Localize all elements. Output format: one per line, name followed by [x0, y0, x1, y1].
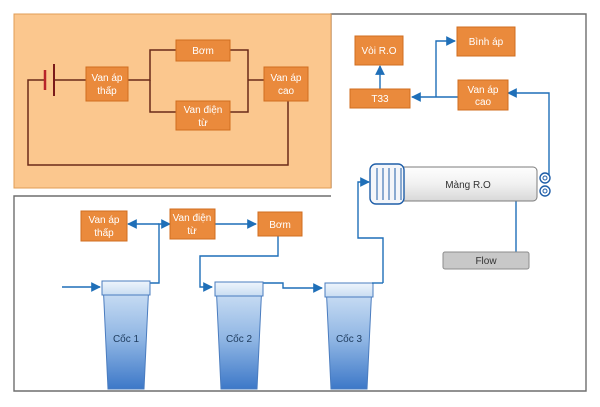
ro-pipes [357, 36, 550, 283]
circuit-wires [27, 49, 289, 166]
filter-cup-2: Cốc 2 [214, 281, 264, 390]
filter-low-pressure-valve-label-1: Van áp [89, 215, 120, 226]
circuit-low-pressure-valve-box: Van áp thấp [85, 66, 129, 102]
filter-cup-3: Cốc 3 [324, 282, 374, 390]
filter-line: Van áp thấp Van điện từ Bơm Cốc 1 Cốc 2 … [62, 208, 383, 390]
ro-section: Vòi R.O Bình áp T33 Van áp cao [349, 26, 551, 283]
circuit-low-pressure-valve-label-2: thấp [97, 85, 117, 97]
ro-membrane: Màng R.O [369, 163, 551, 205]
filter-solenoid-valve-box: Van điện từ [169, 208, 216, 240]
circuit-high-pressure-valve-label-1: Van áp [271, 73, 302, 84]
t33-filter-box: T33 [349, 88, 411, 109]
circuit-pump-box: Bơm [175, 39, 231, 62]
circuit-solenoid-valve-label-2: từ [198, 118, 208, 129]
filter-line-pipes [62, 219, 323, 293]
flow-label: Flow [475, 256, 497, 267]
filter-low-pressure-valve-box: Van áp thấp [80, 210, 128, 242]
filter-solenoid-valve-label-2: từ [187, 226, 197, 237]
pressure-tank-label: Bình áp [469, 37, 504, 48]
filter-cup-1: Cốc 1 [101, 280, 151, 390]
circuit-solenoid-valve-box: Van điện từ [175, 100, 231, 131]
circuit-high-pressure-valve-box: Van áp cao [263, 66, 309, 102]
filter-solenoid-valve-label-1: Van điện [173, 213, 212, 224]
flow-restrictor-box: Flow [442, 251, 530, 270]
cup-3-label: Cốc 3 [336, 333, 363, 345]
battery-icon [43, 64, 55, 96]
membrane-outlet-bottom-icon [539, 185, 551, 197]
ro-faucet-box: Vòi R.O [354, 35, 404, 66]
pressure-tank-box: Bình áp [456, 26, 516, 57]
filter-pump-box: Bơm [257, 211, 303, 237]
cup-1-label: Cốc 1 [113, 333, 140, 345]
circuit-panel: Van áp thấp Bơm Van điện từ Van áp cao [13, 13, 332, 189]
circuit-high-pressure-valve-label-2: cao [278, 86, 295, 97]
circuit-solenoid-valve-label-1: Van điện [184, 105, 223, 116]
ro-membrane-label: Màng R.O [445, 180, 491, 191]
ro-faucet-label: Vòi R.O [361, 46, 396, 57]
cup-2-label: Cốc 2 [226, 333, 253, 345]
membrane-outlet-top-icon [539, 172, 551, 184]
t33-label: T33 [371, 94, 389, 105]
filter-low-pressure-valve-label-2: thấp [94, 227, 114, 239]
circuit-low-pressure-valve-label-1: Van áp [92, 73, 123, 84]
circuit-pump-label: Bơm [192, 46, 214, 57]
ro-high-pressure-valve-box: Van áp cao [457, 79, 509, 111]
filter-pump-label: Bơm [269, 220, 291, 231]
ro-high-pressure-valve-label-2: cao [475, 97, 492, 108]
ro-high-pressure-valve-label-1: Van áp [468, 85, 499, 96]
